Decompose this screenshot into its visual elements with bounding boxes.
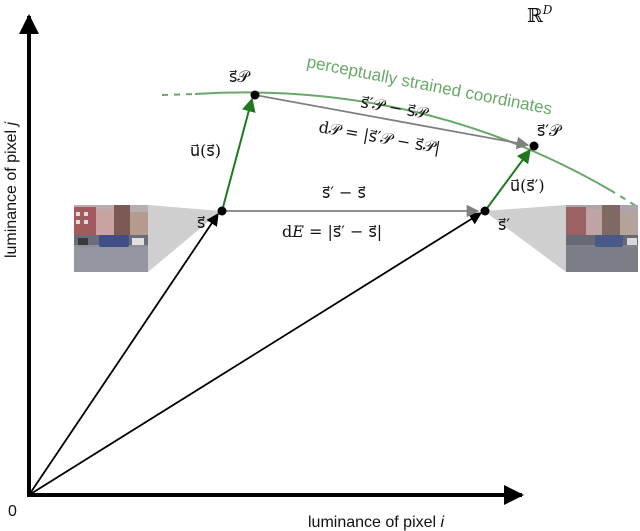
curve-label: perceptually strained coordinates <box>305 52 554 118</box>
vector-origin-to-s <box>28 212 219 496</box>
label-dist-percept: d𝒫 = |s⃗′𝒫 − s⃗𝒫| <box>317 117 442 157</box>
thumbnail-left <box>74 205 148 272</box>
label-u-s-prime: u⃗(s⃗′) <box>510 176 545 195</box>
label-sP-prime: s⃗′𝒫 <box>537 121 563 140</box>
y-axis-label: luminance of pixel j <box>3 122 20 259</box>
perceptual-curve-dashed-right <box>609 189 637 207</box>
label-u-s: u⃗(s⃗) <box>190 141 221 160</box>
origin-label: 0 <box>8 503 17 520</box>
callout-right <box>484 205 566 272</box>
x-axis-label: luminance of pixel i <box>308 514 445 531</box>
point-s <box>217 206 227 216</box>
vector-u-s-prime <box>484 148 531 212</box>
label-dist-euclid: d𝐸 = |s⃗′ − s⃗| <box>282 222 382 241</box>
label-diff-percept: s⃗′𝒫 − s⃗𝒫 <box>359 92 431 123</box>
thumbnail-right <box>566 205 638 272</box>
label-sP: s⃗𝒫 <box>229 67 251 86</box>
point-sP <box>250 90 260 100</box>
vector-u-s <box>221 97 256 212</box>
label-s: s⃗ <box>197 213 205 232</box>
vector-origin-to-s-prime <box>28 212 483 496</box>
perceptual-curve-dashed-left <box>161 93 196 96</box>
point-sP-prime <box>529 141 539 151</box>
vector-sP-to-sP-prime <box>254 94 530 150</box>
point-s-prime <box>480 206 490 216</box>
label-diff-euclid: s⃗′ − s⃗ <box>322 183 366 202</box>
label-s-prime: s⃗′ <box>498 215 510 234</box>
callout-left <box>148 205 221 272</box>
space-label: ℝD <box>527 3 553 27</box>
